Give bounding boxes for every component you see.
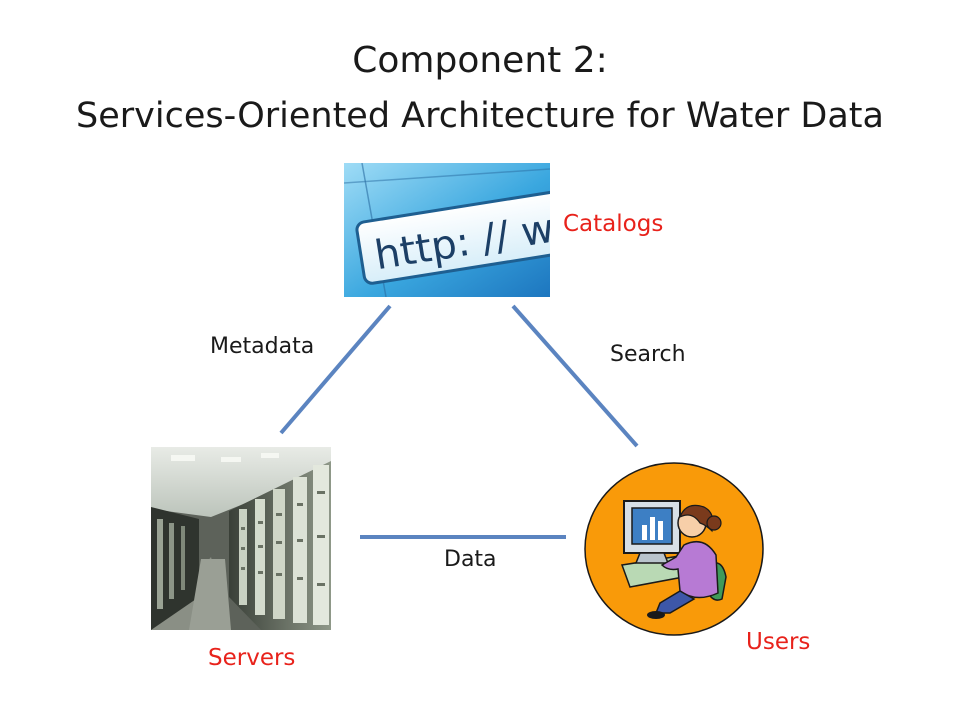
data-edge-label: Data xyxy=(444,547,497,572)
servers-image xyxy=(151,447,331,630)
metadata-connector xyxy=(279,304,392,435)
catalogs-label: Catalogs xyxy=(563,211,664,237)
search-connector xyxy=(511,304,639,448)
slide-title-line-2: Services-Oriented Architecture for Water… xyxy=(76,96,884,136)
metadata-edge-label: Metadata xyxy=(210,334,315,359)
servers-label: Servers xyxy=(208,645,296,671)
search-edge-label: Search xyxy=(610,342,686,367)
catalogs-image: http: // www xyxy=(344,163,550,297)
users-image xyxy=(576,453,770,639)
users-label: Users xyxy=(746,629,811,655)
slide-title-line-1: Component 2: xyxy=(352,40,608,81)
